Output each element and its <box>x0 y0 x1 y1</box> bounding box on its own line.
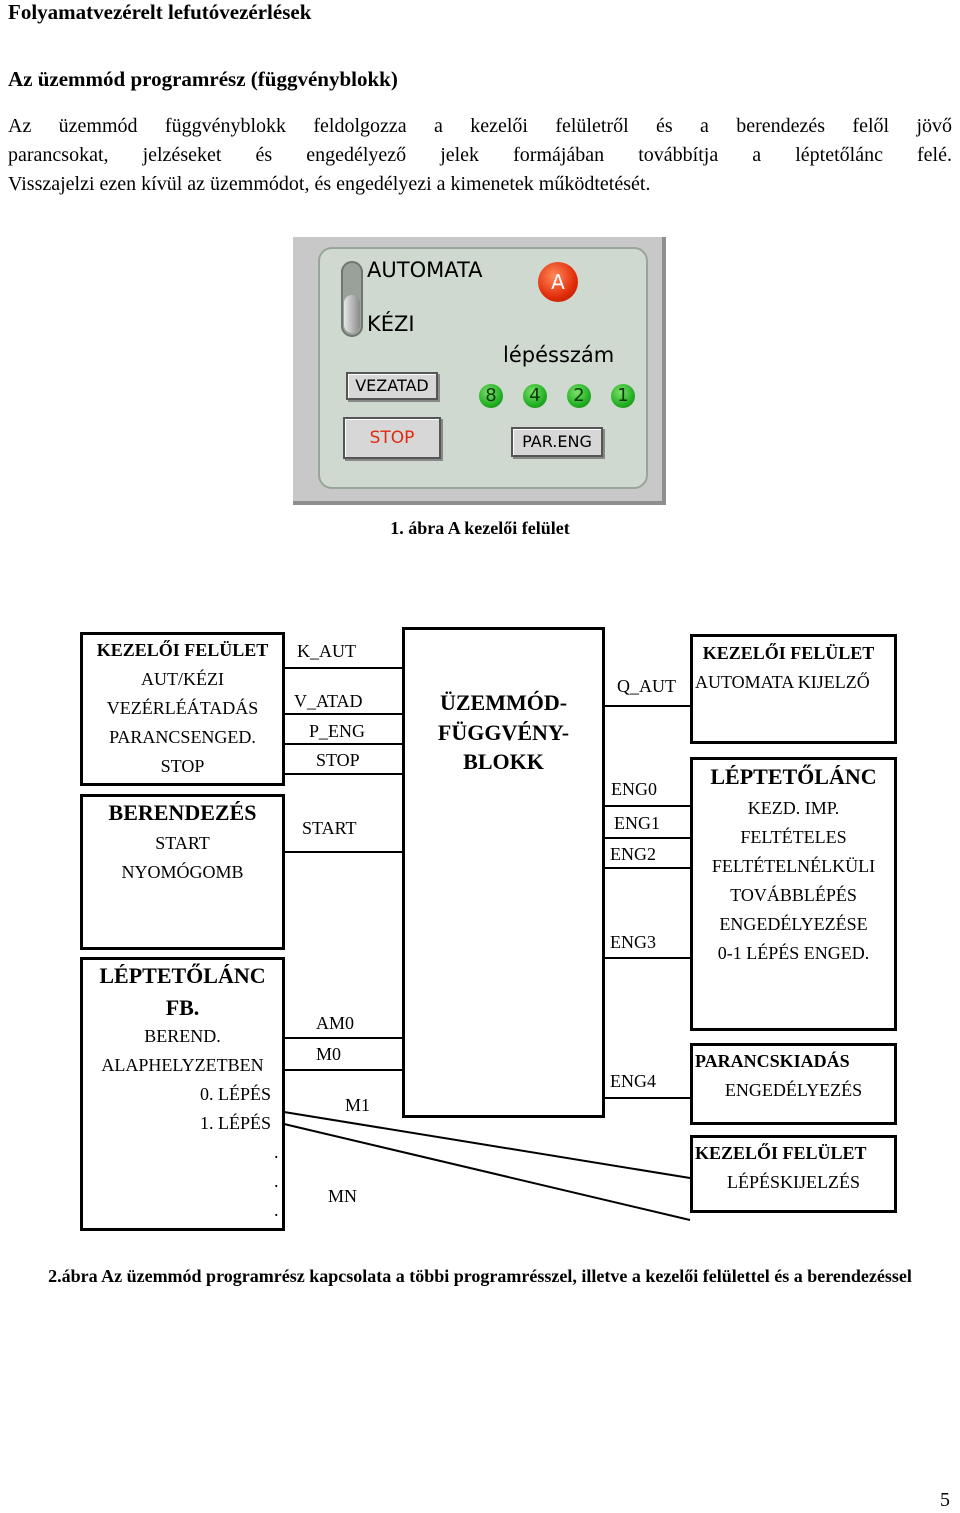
left-bot-line: . <box>274 1200 279 1220</box>
stop-button[interactable]: STOP <box>343 417 441 459</box>
left-top-title: KEZELŐI FELÜLET <box>96 640 269 660</box>
figure1-caption: 1. ábra A kezelői felület <box>390 518 570 538</box>
kezi-label: KÉZI <box>367 312 415 336</box>
input-v-atad: V_ATAD <box>294 691 363 711</box>
right-stepchain-box <box>690 757 897 1031</box>
input-m1: M1 <box>345 1095 371 1115</box>
right-bot1-title: PARANCSKIADÁS <box>695 1051 850 1071</box>
right-operator-box <box>690 634 897 744</box>
block-title-line: BLOKK <box>463 749 544 774</box>
step-digit-1: 1 <box>611 384 635 408</box>
left-bot-line: . <box>274 1171 279 1191</box>
left-top-line: VEZÉRLÉÁTADÁS <box>106 698 259 718</box>
page-number: 5 <box>940 1489 950 1511</box>
right-mid-line: ENGEDÉLYEZÉSE <box>719 914 868 934</box>
automata-indicator-led: A <box>538 262 578 302</box>
toggle-knob[interactable] <box>344 295 360 333</box>
vezatad-button[interactable]: VEZATAD <box>346 372 438 400</box>
right-top-title: KEZELŐI FELÜLET <box>702 643 875 663</box>
page-heading: Folyamatvezérelt lefutóvezérlések <box>8 0 312 24</box>
right-bot2-title: KEZELŐI FELÜLET <box>695 1143 867 1163</box>
right-bot1-line: ENGEDÉLYEZÉS <box>724 1080 863 1100</box>
input-m0: M0 <box>316 1044 342 1064</box>
step-digit-8: 8 <box>479 384 503 408</box>
paragraph-line: Visszajelzi ezen kívül az üzemmódot, és … <box>8 173 651 195</box>
right-mid-line: TOVÁBBLÉPÉS <box>730 885 857 905</box>
left-bot-line: . <box>274 1142 279 1162</box>
output-q-aut: Q_AUT <box>617 676 676 696</box>
right-mid-line: 0-1 LÉPÉS ENGED. <box>717 943 870 963</box>
step-digit-2: 2 <box>567 384 591 408</box>
left-top-line: PARANCSENGED. <box>109 727 256 747</box>
right-bot2-line: LÉPÉSKIJELZÉS <box>727 1172 860 1192</box>
left-stepchain-box <box>80 957 285 1231</box>
output-eng0: ENG0 <box>611 779 657 799</box>
left-bot-title: LÉPTETŐLÁNC <box>99 963 266 988</box>
left-top-line: AUT/KÉZI <box>141 669 224 689</box>
input-am0: AM0 <box>316 1013 355 1033</box>
input-mn: MN <box>328 1186 358 1206</box>
left-operator-box <box>80 632 285 786</box>
left-bot-line: 0. LÉPÉS <box>200 1084 272 1104</box>
left-mid-title: BERENDEZÉS <box>108 800 257 825</box>
paragraph-line: parancsokat, jelzéseket és engedélyező j… <box>8 144 952 166</box>
block-title-line: FÜGGVÉNY- <box>437 720 570 745</box>
step-count-label: lépésszám <box>503 343 615 367</box>
right-mid-title: LÉPTETŐLÁNC <box>710 764 877 789</box>
pareng-button[interactable]: PAR.ENG <box>511 427 603 457</box>
step-digit-4: 4 <box>523 384 547 408</box>
output-eng4: ENG4 <box>610 1071 656 1091</box>
left-bot-line: BEREND. <box>144 1026 221 1046</box>
left-bot-line: 1. LÉPÉS <box>200 1113 272 1133</box>
left-bot-line: ALAPHELYZETBEN <box>101 1055 264 1075</box>
automata-label: AUTOMATA <box>367 258 483 282</box>
left-mid-line: NYOMÓGOMB <box>121 862 244 882</box>
input-start: START <box>302 818 357 838</box>
left-equipment-box <box>80 794 285 950</box>
figure2-caption: 2.ábra Az üzemmód programrész kapcsolata… <box>48 1266 912 1286</box>
left-mid-line: START <box>155 833 210 853</box>
right-command-box <box>690 1043 897 1125</box>
right-mid-line: FELTÉTELNÉLKÜLI <box>711 856 876 876</box>
mode-function-block <box>402 627 605 1118</box>
output-eng2: ENG2 <box>610 844 656 864</box>
output-eng1: ENG1 <box>614 813 660 833</box>
right-top-line: AUTOMATA KIJELZŐ <box>695 672 870 692</box>
right-mid-line: KEZD. IMP. <box>747 798 840 818</box>
left-top-line: STOP <box>160 756 205 776</box>
output-eng3: ENG3 <box>610 932 656 952</box>
paragraph-line: Az üzemmód függvényblokk feldolgozza a k… <box>8 115 952 137</box>
intro-paragraph: Az üzemmód függvényblokk feldolgozza a k… <box>8 112 952 199</box>
right-stepdisplay-box <box>690 1135 897 1213</box>
input-k-aut: K_AUT <box>297 641 356 661</box>
right-mid-line: FELTÉTELES <box>740 827 847 847</box>
left-bot-subtitle: FB. <box>165 995 200 1020</box>
block-title-line: ÜZEMMÓD- <box>439 690 568 715</box>
section-heading: Az üzemmód programrész (függvényblokk) <box>8 67 398 91</box>
input-stop: STOP <box>316 750 360 770</box>
input-p-eng: P_ENG <box>309 721 366 741</box>
